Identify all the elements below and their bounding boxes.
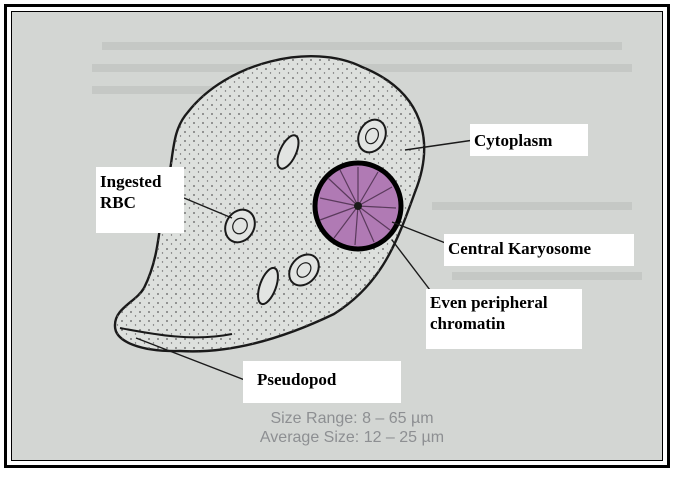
label-ingested-rbc-line2: RBC — [100, 192, 180, 213]
size-range: Size Range: 8 – 65 µm — [212, 409, 492, 428]
chromatin-leader — [392, 240, 430, 290]
figure-frame: Cytoplasm Ingested RBC Central Karyosome… — [4, 4, 670, 468]
karyosome — [354, 202, 362, 210]
label-ingested-rbc-line1: Ingested — [100, 171, 180, 192]
average-size: Average Size: 12 – 25 µm — [212, 428, 492, 447]
nucleus — [315, 163, 401, 249]
label-even-peripheral-chromatin: Even peripheral chromatin — [426, 289, 582, 349]
label-chromatin-line1: Even peripheral — [430, 292, 578, 313]
label-central-karyosome: Central Karyosome — [444, 234, 634, 266]
label-chromatin-line2: chromatin — [430, 313, 578, 334]
label-ingested-rbc: Ingested RBC — [96, 167, 184, 233]
label-cytoplasm: Cytoplasm — [470, 124, 588, 156]
size-info: Size Range: 8 – 65 µm Average Size: 12 –… — [212, 409, 492, 447]
label-pseudopod: Pseudopod — [243, 361, 401, 403]
figure-area: Cytoplasm Ingested RBC Central Karyosome… — [11, 11, 663, 461]
